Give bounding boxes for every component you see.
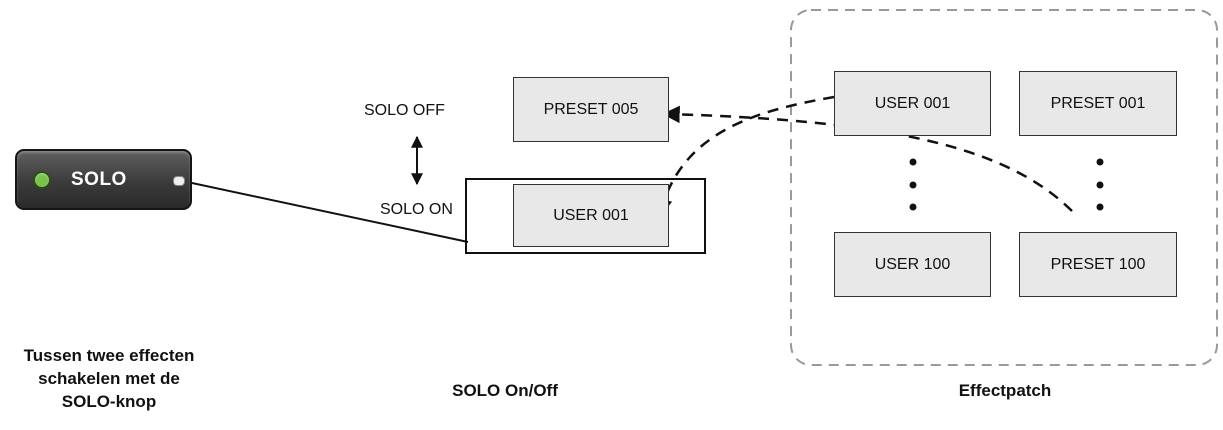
patch-preset-005[interactable]: PRESET 005 (513, 77, 669, 142)
patch-label: PRESET 001 (1050, 94, 1146, 112)
caption-line: schakelen met de (38, 369, 180, 388)
solo-led-indicator (33, 170, 51, 189)
caption-line: Tussen twee effecten (23, 346, 195, 365)
patch-label: USER 100 (874, 255, 951, 273)
solo-off-label: SOLO OFF (364, 102, 445, 119)
effectpatch-container (790, 9, 1218, 366)
patch-label: PRESET 005 (543, 100, 639, 118)
patch-label: USER 001 (553, 206, 629, 224)
patch-user-001[interactable]: USER 001 (834, 71, 991, 136)
caption-line: SOLO-knop (61, 392, 157, 411)
patch-user-100[interactable]: USER 100 (834, 232, 991, 297)
caption-left: Tussen twee effecten schakelen met de SO… (0, 344, 218, 413)
solo-button-label: SOLO (71, 168, 127, 190)
ellipsis-dot (909, 203, 917, 211)
solo-on-label: SOLO ON (380, 201, 453, 218)
solo-button[interactable]: SOLO (15, 149, 192, 210)
ellipsis-dot (1096, 203, 1104, 211)
solo-button-knob (173, 176, 185, 186)
patch-preset-001[interactable]: PRESET 001 (1019, 71, 1177, 136)
solo-connector-line (177, 179, 469, 243)
patch-user-001-solo[interactable]: USER 001 (513, 184, 669, 247)
ellipsis-dot (909, 181, 917, 189)
ellipsis-dot (1096, 181, 1104, 189)
patch-preset-100[interactable]: PRESET 100 (1019, 232, 1177, 297)
ellipsis-dot (1096, 158, 1104, 166)
patch-label: USER 001 (874, 94, 951, 112)
caption-middle: SOLO On/Off (452, 381, 558, 400)
solo-on-frame (465, 178, 706, 254)
patch-label: PRESET 100 (1050, 255, 1146, 273)
dashed-arrow-user (655, 95, 835, 217)
dashed-arrow-preset (662, 105, 1073, 212)
caption-right: Effectpatch (958, 381, 1052, 400)
ellipsis-dot (909, 158, 917, 166)
